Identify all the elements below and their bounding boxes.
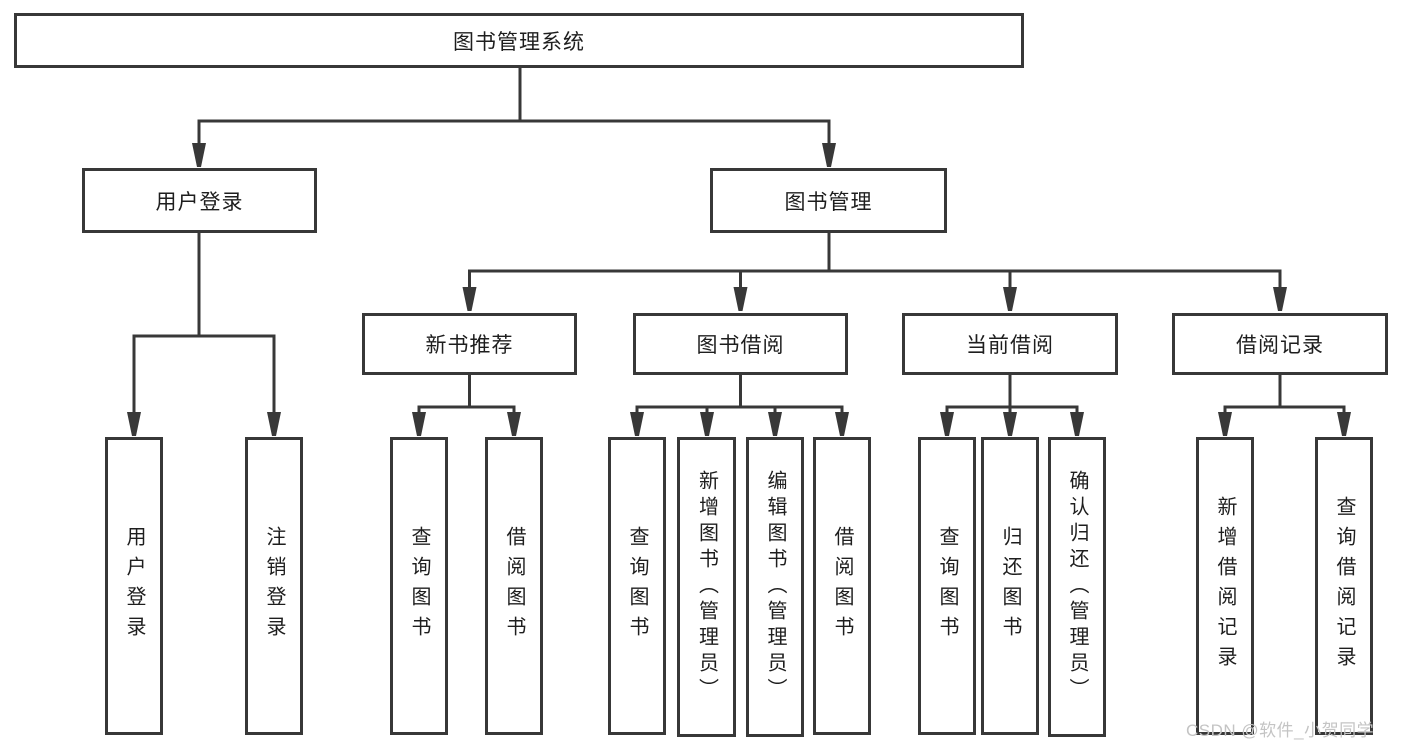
connector-user-login-branch xyxy=(127,233,281,436)
node-user-login: 用户登录 xyxy=(82,168,317,233)
node-label: 新增借阅记录 xyxy=(1214,496,1236,676)
node-label: 归还图书 xyxy=(999,526,1021,646)
leaf-query-borrow-record: 查询借阅记录 xyxy=(1315,437,1373,735)
node-root-system: 图书管理系统 xyxy=(14,13,1024,68)
node-label: 借阅图书 xyxy=(831,526,853,646)
leaf-query-books-recommend: 查询图书 xyxy=(390,437,448,735)
node-label: 图书管理 xyxy=(784,190,873,214)
node-new-book-recommend: 新书推荐 xyxy=(362,313,577,375)
leaf-borrow-books-borrow: 借阅图书 xyxy=(813,437,871,735)
leaf-confirm-return-admin: 确认归还（管理员） xyxy=(1048,437,1106,737)
connector-root-branch xyxy=(192,68,836,167)
connector-new-book-branch xyxy=(412,374,521,436)
leaf-borrow-books-recommend: 借阅图书 xyxy=(485,437,543,735)
leaf-query-books-current: 查询图书 xyxy=(918,437,976,735)
node-label: 注销登录 xyxy=(263,526,285,646)
node-label: 当前借阅 xyxy=(966,334,1054,357)
node-label: 查询图书 xyxy=(408,526,430,646)
node-current-borrow: 当前借阅 xyxy=(902,313,1118,375)
node-borrow-record: 借阅记录 xyxy=(1172,313,1388,375)
connector-current-borrow-branch xyxy=(940,374,1084,436)
node-label: 查询图书 xyxy=(936,526,958,646)
node-label: 查询图书 xyxy=(626,526,648,646)
node-label: 图书管理系统 xyxy=(453,30,585,54)
leaf-return-books: 归还图书 xyxy=(981,437,1039,735)
node-book-management: 图书管理 xyxy=(710,168,947,233)
node-label: 借阅记录 xyxy=(1236,334,1324,357)
node-book-borrow: 图书借阅 xyxy=(633,313,848,375)
node-label: 用户登录 xyxy=(123,526,145,646)
node-label: 图书借阅 xyxy=(696,334,785,357)
node-label: 确认归还（管理员） xyxy=(1066,470,1088,704)
node-label: 查询借阅记录 xyxy=(1333,496,1355,676)
leaf-edit-books-admin: 编辑图书（管理员） xyxy=(746,437,804,737)
leaf-user-login: 用户登录 xyxy=(105,437,163,735)
node-label: 新书推荐 xyxy=(425,334,514,357)
node-label: 新增图书（管理员） xyxy=(695,470,718,704)
leaf-add-borrow-record: 新增借阅记录 xyxy=(1196,437,1254,735)
leaf-logout: 注销登录 xyxy=(245,437,303,735)
csdn-watermark: CSDN @软件_小贺同学 xyxy=(1186,721,1375,740)
leaf-query-books-borrow: 查询图书 xyxy=(608,437,666,735)
node-label: 借阅图书 xyxy=(503,526,525,646)
connector-book-borrow-branch xyxy=(630,375,849,436)
node-label: 编辑图书（管理员） xyxy=(764,470,786,704)
connector-borrow-record-branch xyxy=(1218,374,1351,436)
connector-book-mgmt-branch xyxy=(462,233,1287,311)
leaf-add-books-admin: 新增图书（管理员） xyxy=(677,437,736,737)
node-label: 用户登录 xyxy=(155,190,244,214)
